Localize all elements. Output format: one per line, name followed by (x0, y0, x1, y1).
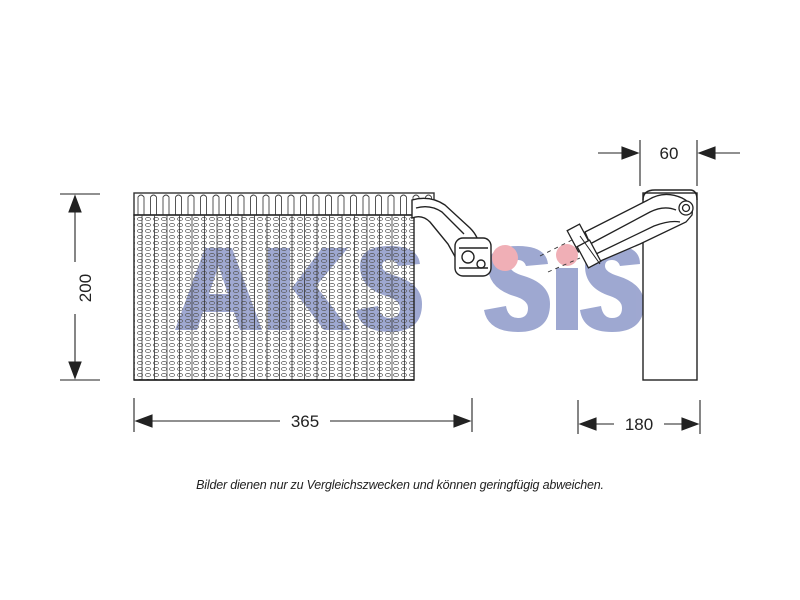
header-tube (262, 194, 270, 215)
header-tube (287, 194, 295, 215)
header-tube (275, 194, 282, 215)
dimension-depth (577, 400, 701, 434)
header-tube (150, 194, 157, 215)
dimension-height-label: 200 (76, 274, 95, 302)
dimension-length (133, 398, 473, 432)
header-tube (312, 194, 320, 215)
header-tube (362, 194, 370, 215)
header-tube (187, 194, 195, 215)
header-tube (300, 194, 307, 215)
header-tube (350, 194, 357, 215)
header-tube (400, 194, 407, 215)
header-tube (375, 194, 382, 215)
header-tube (162, 194, 170, 215)
header-tube (200, 194, 207, 215)
header-tube (412, 194, 420, 215)
dimension-pipe-offset-label: 60 (660, 144, 679, 163)
header-tube (212, 194, 220, 215)
dimension-pipe-offset (598, 140, 740, 186)
center-lines (539, 239, 581, 273)
evaporator-front-view (133, 192, 435, 381)
header-tube (237, 194, 245, 215)
dimension-height (60, 193, 100, 381)
pipe-connection-front (411, 197, 492, 277)
header-tube (387, 194, 395, 215)
header-tube (325, 194, 332, 215)
expansion-valve-pipes (566, 193, 694, 269)
dimension-length-label: 365 (291, 412, 319, 431)
header-tubes (137, 194, 432, 215)
header-tube (175, 194, 182, 215)
header-tube (225, 194, 232, 215)
header-tube (250, 194, 257, 215)
disclaimer-caption: Bilder dienen nur zu Vergleichszwecken u… (196, 478, 604, 492)
header-tube (337, 194, 345, 215)
core-tube-lines (141, 215, 405, 380)
header-tube (137, 194, 145, 215)
dimension-depth-label: 180 (625, 415, 653, 434)
header-tube (425, 194, 432, 215)
